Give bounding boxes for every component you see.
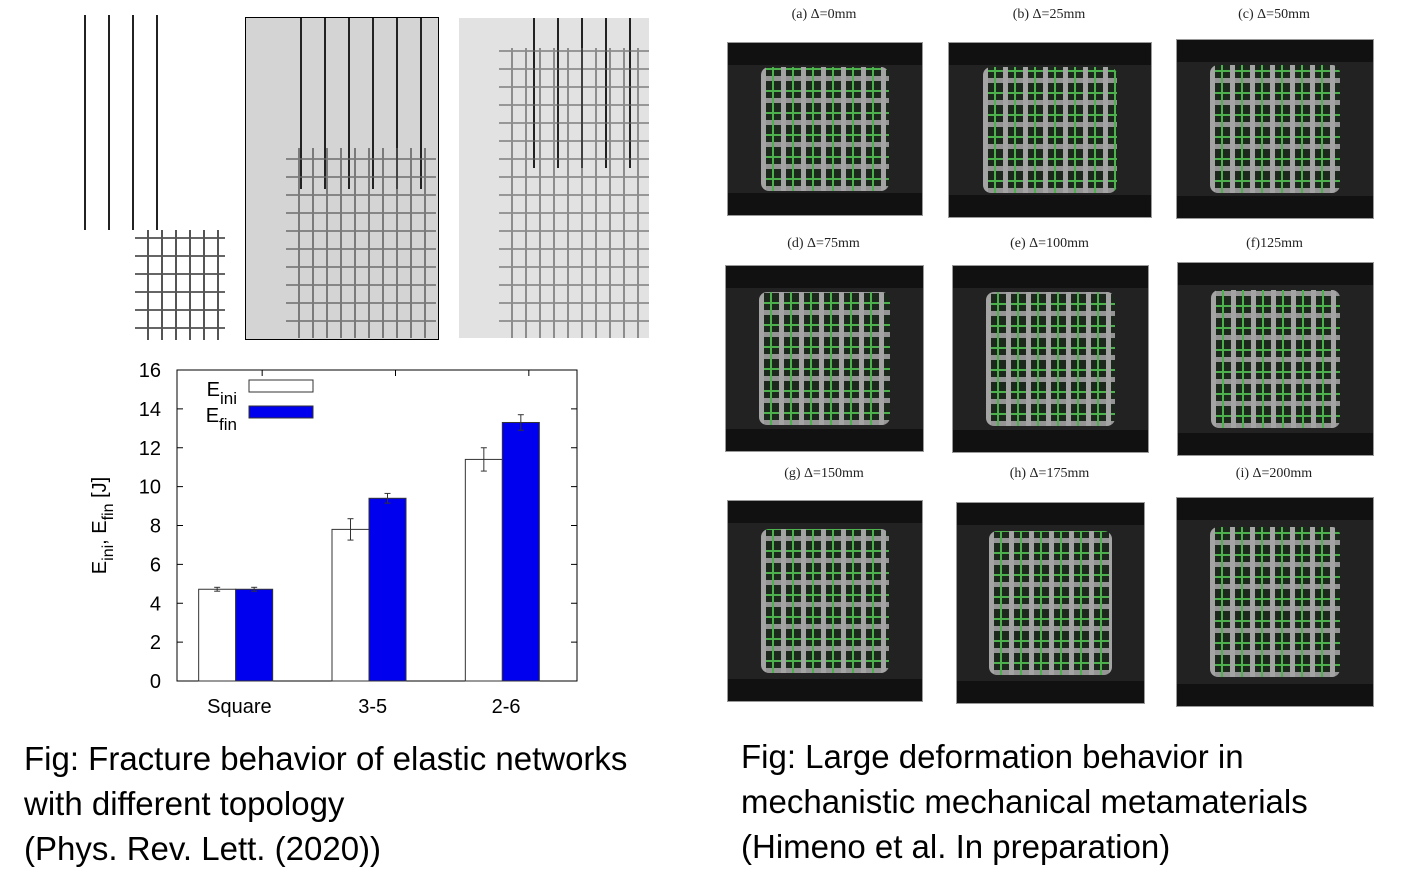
left-caption-line: with different topology — [24, 785, 345, 822]
panel-label: (b) Δ=25mm — [1012, 7, 1086, 22]
fracture-photo-2-6 — [459, 18, 649, 338]
bar-E_fin — [501, 421, 540, 682]
metamaterial-photo — [956, 502, 1145, 704]
metamaterial-photo — [952, 265, 1149, 453]
x-tick-label: Square — [207, 696, 272, 718]
left-caption-line: (Phys. Rev. Lett. (2020)) — [24, 830, 382, 867]
metamaterial-photo — [1176, 39, 1374, 219]
bar-E_ini — [464, 458, 503, 682]
y-axis-label: Eini, Efin [J] — [89, 477, 117, 574]
metamaterial-photo — [1177, 262, 1374, 456]
panel-label: (i) Δ=200mm — [1235, 466, 1313, 481]
metamaterial-photo — [725, 265, 924, 452]
right-caption-line: (Himeno et al. In preparation) — [741, 828, 1171, 865]
metamaterial-photo — [727, 42, 923, 216]
bar-E_fin — [368, 497, 407, 682]
panel-label: (d) Δ=75mm — [787, 236, 860, 251]
panel-label: (c) Δ=50mm — [1238, 7, 1310, 22]
right-caption-line: Fig: Large deformation behavior in — [741, 738, 1244, 775]
y-tick-label: 0 — [150, 671, 161, 693]
legend-label: Efin — [206, 405, 237, 434]
right-caption: Fig: Large deformation behavior in mecha… — [741, 734, 1308, 869]
left-caption: Fig: Fracture behavior of elastic networ… — [24, 736, 627, 871]
panel-label: (e) Δ=100mm — [1010, 236, 1089, 251]
y-tick-label: 2 — [150, 632, 161, 654]
y-tick-label: 6 — [150, 554, 161, 576]
legend-swatch-E_ini — [248, 379, 314, 393]
panel-label: (g) Δ=150mm — [784, 466, 864, 481]
left-caption-line: Fig: Fracture behavior of elastic networ… — [24, 740, 628, 777]
bar-E_fin — [235, 588, 274, 682]
legend-label: Eini — [207, 379, 237, 408]
legend-swatch-E_fin — [248, 405, 314, 419]
y-tick-label: 16 — [139, 360, 161, 382]
right-caption-line: mechanistic mechanical metamaterials — [741, 783, 1308, 820]
metamaterial-photo — [727, 500, 923, 702]
y-tick-label: 14 — [139, 399, 161, 421]
metamaterial-photo — [1176, 497, 1374, 707]
bar-E_ini — [331, 528, 370, 682]
x-tick-label: 3-5 — [358, 696, 387, 718]
y-tick-label: 4 — [150, 593, 161, 615]
panel-label: (f)125mm — [1246, 236, 1303, 251]
bar-E_ini — [198, 588, 237, 682]
fracture-photo-square — [45, 15, 225, 340]
y-tick-label: 10 — [139, 477, 161, 499]
fracture-photo-3-5 — [245, 17, 439, 340]
panel-label: (a) Δ=0mm — [791, 7, 857, 22]
y-tick-label: 12 — [139, 438, 161, 460]
y-tick-label: 8 — [150, 516, 161, 538]
x-tick-label: 2-6 — [492, 696, 521, 718]
panel-label: (h) Δ=175mm — [1009, 466, 1090, 481]
metamaterial-photo — [948, 42, 1152, 218]
